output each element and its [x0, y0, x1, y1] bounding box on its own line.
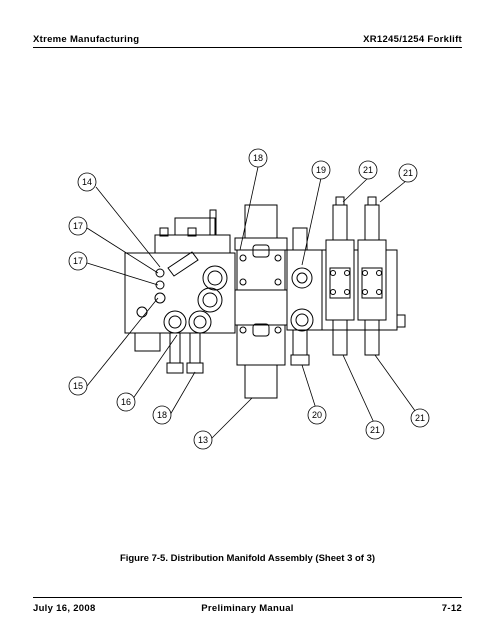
callout-21-top-left: 21	[358, 160, 378, 180]
footer-title: Preliminary Manual	[201, 603, 294, 614]
svg-text:21: 21	[403, 168, 413, 178]
svg-text:17: 17	[73, 221, 83, 231]
svg-text:15: 15	[73, 381, 83, 391]
svg-text:13: 13	[198, 435, 208, 445]
center-valve-stack	[234, 204, 288, 399]
callout-19: 19	[311, 160, 331, 180]
callout-13: 13	[193, 430, 213, 450]
manifold-drawing: 14 18 19 21 21 17 17 15 16 18 13 20 21 2…	[68, 148, 430, 450]
callout-17-lower: 17	[68, 251, 88, 271]
header-right: XR1245/1254 Forklift	[363, 34, 462, 45]
callout-15: 15	[68, 376, 88, 396]
callout-group: 14 18 19 21 21 17 17 15 16 18 13 20 21 2…	[68, 148, 430, 450]
callout-16: 16	[116, 392, 136, 412]
footer-rule	[33, 597, 462, 598]
left-manifold-block	[124, 209, 236, 374]
svg-text:18: 18	[253, 153, 263, 163]
figure-caption: Figure 7-5. Distribution Manifold Assemb…	[119, 553, 376, 564]
callout-21-top-right: 21	[398, 163, 418, 183]
callout-21-bottom-right: 21	[410, 408, 430, 428]
page-number: 7-12	[441, 603, 462, 614]
callout-21-bottom-left: 21	[365, 420, 385, 440]
svg-text:21: 21	[415, 413, 425, 423]
svg-text:14: 14	[82, 177, 92, 187]
leader-lines	[86, 166, 419, 441]
callout-14: 14	[77, 172, 97, 192]
svg-text:21: 21	[363, 165, 373, 175]
svg-text:17: 17	[73, 256, 83, 266]
callout-18-top: 18	[248, 148, 268, 168]
header-rule	[33, 47, 462, 48]
header-left: Xtreme Manufacturing	[33, 34, 140, 45]
svg-text:21: 21	[370, 425, 380, 435]
callout-20: 20	[307, 405, 327, 425]
callout-17-upper: 17	[68, 216, 88, 236]
svg-text:20: 20	[312, 410, 322, 420]
footer-date: July 16, 2008	[33, 603, 96, 614]
svg-text:19: 19	[316, 165, 326, 175]
svg-text:16: 16	[121, 397, 131, 407]
svg-text:18: 18	[157, 410, 167, 420]
callout-18-bottom: 18	[152, 405, 172, 425]
right-solenoid-valves	[325, 196, 387, 356]
